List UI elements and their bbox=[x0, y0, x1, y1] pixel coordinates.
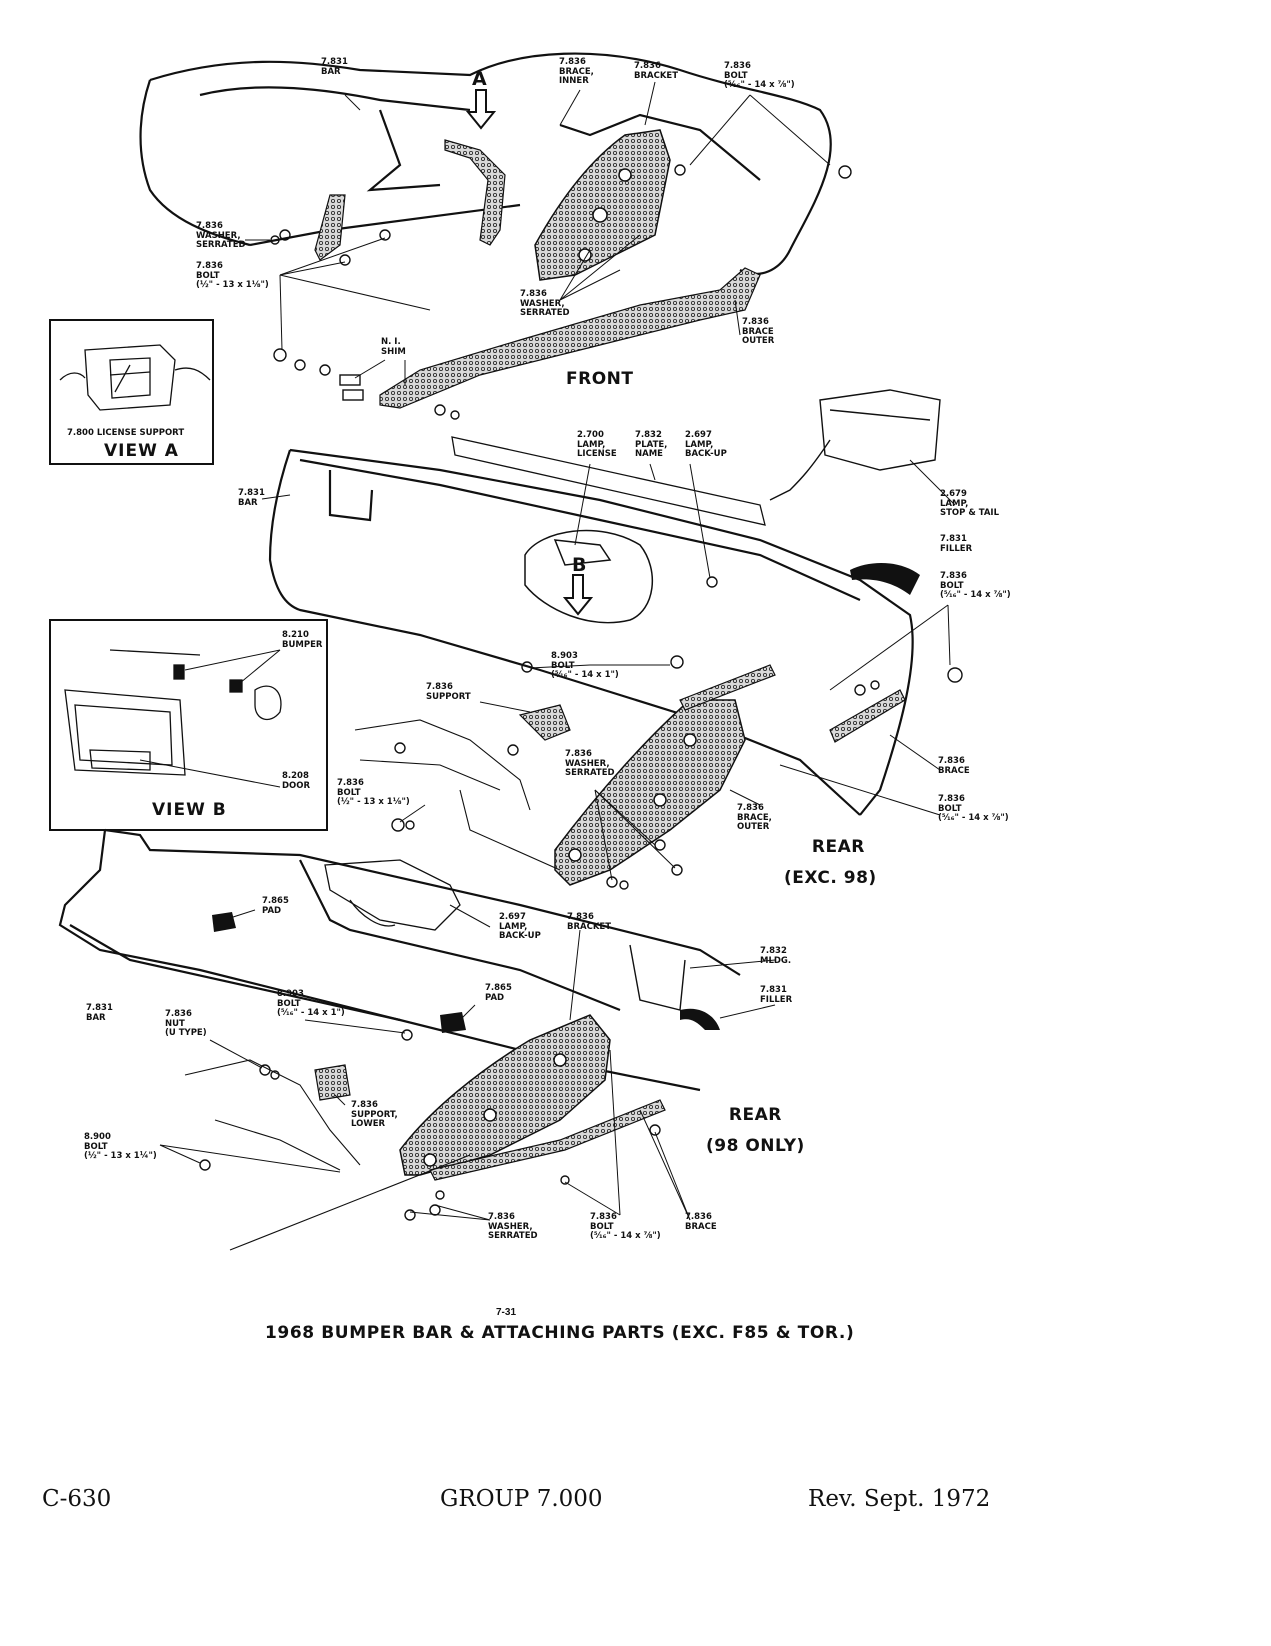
front-arrow-a bbox=[465, 89, 497, 130]
footer-revision: Rev. Sept. 1972 bbox=[808, 1486, 991, 1512]
figure-number: 7-31 bbox=[496, 1307, 517, 1318]
front-brace-inner bbox=[444, 139, 506, 246]
rear98-bracket bbox=[399, 1014, 611, 1176]
front-bumper-bar bbox=[139, 52, 832, 275]
section-rear-98-subtitle: (98 ONLY) bbox=[706, 1136, 805, 1156]
arrow-a-letter: A bbox=[472, 68, 488, 90]
arrow-b-letter: B bbox=[572, 554, 587, 576]
label-front-shim: N. I.SHIM bbox=[381, 337, 406, 357]
view-a-sketch bbox=[59, 344, 211, 411]
footer-page-code: C-630 bbox=[42, 1486, 112, 1512]
rear-name-plate bbox=[451, 436, 766, 526]
rear-frame-sketch bbox=[354, 719, 561, 871]
rear-brace bbox=[679, 664, 906, 743]
view-b-inset bbox=[49, 619, 328, 831]
section-rear-exc98-title: REAR bbox=[811, 837, 865, 857]
rear98-frame-sketch bbox=[184, 1059, 471, 1251]
front-hardware bbox=[270, 164, 852, 420]
view-a-title: VIEW A bbox=[104, 441, 179, 461]
rear98-moulding bbox=[629, 944, 686, 1011]
rear-arrow-b bbox=[562, 574, 594, 616]
view-b-sketch bbox=[64, 649, 282, 776]
view-b-leaders bbox=[139, 649, 281, 788]
rear98-filler bbox=[680, 1008, 720, 1030]
front-brace-outer bbox=[314, 194, 761, 409]
rear-leaders bbox=[261, 459, 956, 881]
figure-caption: 1968 BUMPER BAR & ATTACHING PARTS (EXC. … bbox=[265, 1323, 855, 1343]
view-b-title: VIEW B bbox=[152, 800, 227, 820]
rear98-brace bbox=[429, 1099, 666, 1181]
view-a-inset bbox=[49, 319, 214, 465]
rear-bracket bbox=[554, 699, 746, 886]
rear98-lamp-backup bbox=[324, 859, 461, 931]
rear98-leaders bbox=[159, 904, 776, 1221]
section-front: FRONT bbox=[566, 369, 634, 389]
rear-lamp-stop-tail bbox=[769, 389, 941, 501]
rear-license-opening bbox=[524, 529, 654, 624]
section-rear-98: REAR (98 ONLY) bbox=[706, 1100, 805, 1162]
section-rear-98-title: REAR bbox=[728, 1105, 782, 1125]
rear-filler bbox=[850, 563, 920, 595]
rear98-support-lower bbox=[314, 1064, 351, 1101]
rear-bumper-bar bbox=[268, 448, 914, 816]
rear-support bbox=[518, 704, 571, 741]
front-bracket bbox=[534, 129, 671, 281]
front-leaders bbox=[245, 81, 831, 385]
section-rear-exc98: REAR (EXC. 98) bbox=[784, 832, 877, 894]
rear98-pads bbox=[212, 912, 466, 1033]
footer-group: GROUP 7.000 bbox=[440, 1486, 603, 1512]
rear98-hardware bbox=[199, 1029, 661, 1221]
rear98-bumper-bar bbox=[58, 828, 741, 1092]
section-rear-exc98-subtitle: (EXC. 98) bbox=[784, 868, 877, 888]
label-view-a-license-support: 7.800 LICENSE SUPPORT bbox=[67, 428, 185, 438]
